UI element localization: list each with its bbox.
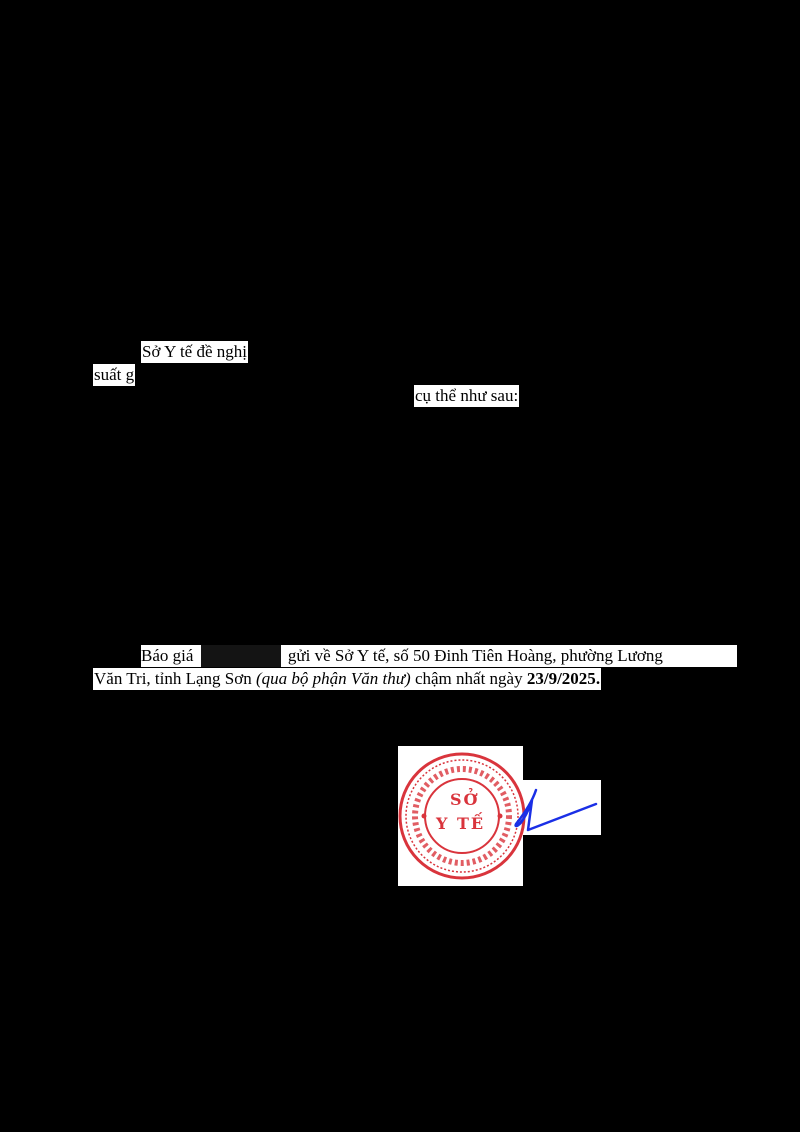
seal-ring-lettering xyxy=(412,766,512,866)
seal-star-right xyxy=(497,813,503,819)
deadline-period: . xyxy=(595,669,601,688)
signature xyxy=(514,788,598,832)
seal-graphic xyxy=(398,746,601,886)
redacted-region xyxy=(197,645,284,667)
official-seal: SỞ Y TẾ xyxy=(398,746,608,886)
deadline-date: 23/9/2025 xyxy=(526,669,596,688)
seal-text-line-1: SỞ xyxy=(450,790,480,809)
closing-text-location: Văn Tri, tỉnh Lạng Sơn xyxy=(94,669,252,688)
closing-text-address: gửi về Sở Y tế, số 50 Đinh Tiên Hoàng, p… xyxy=(287,646,663,665)
seal-star-left xyxy=(421,813,427,819)
text-fragment-request: Sở Y tế đề nghị xyxy=(141,341,248,363)
closing-text-deadline-label: chậm nhất ngày xyxy=(414,669,523,688)
seal-dotted-ring xyxy=(405,759,519,873)
closing-line-2: Văn Tri, tỉnh Lạng Sơn (qua bộ phận Văn … xyxy=(93,668,602,690)
text-fragment-details: cụ thể như sau: xyxy=(414,385,520,407)
closing-text-start: Báo giá xyxy=(141,646,194,665)
text-fragment-proposal: suất g xyxy=(93,364,136,386)
closing-text-office: (qua bộ phận Văn thư) xyxy=(256,669,411,688)
seal-text-line-2: Y TẾ xyxy=(436,814,486,833)
closing-line-1: Báo giá gửi về Sở Y tế, số 50 Đinh Tiên … xyxy=(141,645,737,667)
